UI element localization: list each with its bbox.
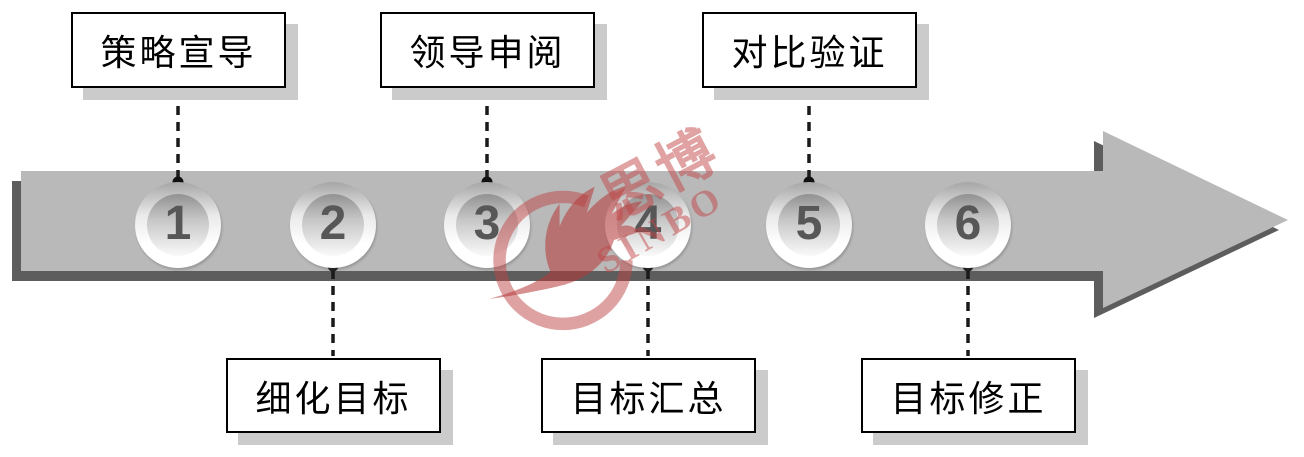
step-number-1: 1 <box>164 197 192 250</box>
step-circle-3-inner: 3 <box>456 194 518 256</box>
step-circle-1: 1 <box>135 182 221 268</box>
step-number-4: 4 <box>634 197 662 250</box>
step-circle-6-inner: 6 <box>937 194 999 256</box>
step-circle-5-inner: 5 <box>778 194 840 256</box>
step-circle-1-inner: 1 <box>147 194 209 256</box>
step-circle-2: 2 <box>290 182 376 268</box>
step-number-5: 5 <box>795 197 823 250</box>
step-circle-6: 6 <box>925 182 1011 268</box>
step-label-box-1: 策略宣导 <box>71 12 286 88</box>
step-label-box-6: 目标修正 <box>861 358 1076 433</box>
step-label-box-4: 目标汇总 <box>541 358 756 433</box>
step-circle-4: 4 <box>605 182 691 268</box>
step-number-6: 6 <box>954 197 982 250</box>
step-label-box-3: 领导申阅 <box>380 12 595 88</box>
step-circle-4-inner: 4 <box>617 194 679 256</box>
step-label-box-2: 细化目标 <box>226 358 441 433</box>
step-label-box-5: 对比验证 <box>702 12 917 88</box>
step-circle-3: 3 <box>444 182 530 268</box>
step-circle-5: 5 <box>766 182 852 268</box>
step-number-3: 3 <box>473 197 501 250</box>
step-circle-2-inner: 2 <box>302 194 364 256</box>
step-number-2: 2 <box>319 197 347 250</box>
